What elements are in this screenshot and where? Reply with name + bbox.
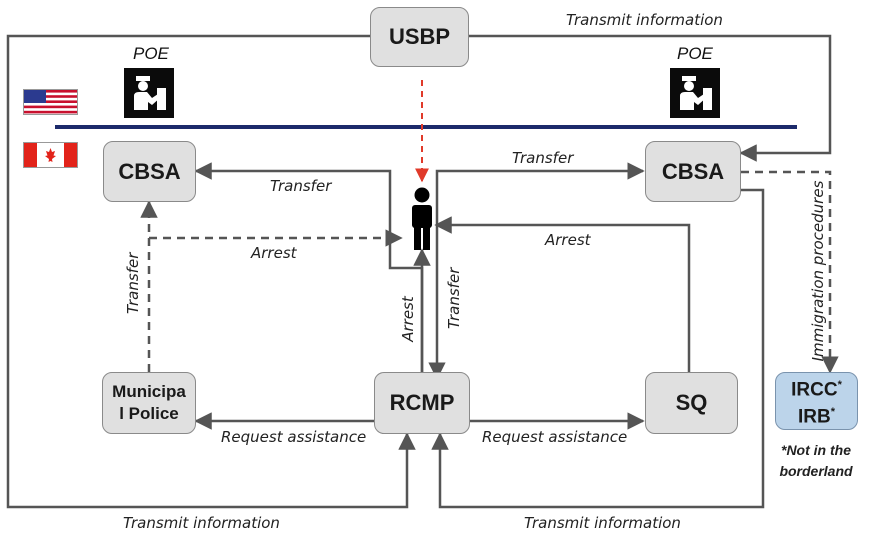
node-municipal-line2: l Police: [119, 404, 179, 423]
node-cbsa-left: CBSA: [103, 141, 196, 202]
poe-label-right: POE: [677, 44, 713, 63]
irb-text: IRB: [797, 406, 831, 428]
label-transfer-cbsa-right: Transfer: [512, 149, 574, 167]
label-transmit-bottom-right: Transmit information: [524, 514, 681, 532]
edge-usbp-to-rcmp: [6, 34, 416, 509]
label-request-assistance-right: Request assistance: [482, 428, 628, 446]
node-municipal-police: Municipa l Police: [102, 372, 196, 434]
edge-cbsa-right-immigration: [741, 170, 839, 374]
label-arrest-vertical: Arrest: [399, 296, 417, 342]
canada-flag-icon: [24, 143, 77, 167]
node-ircc-irb: IRCC* IRB*: [775, 372, 858, 430]
node-sq: SQ: [645, 372, 738, 434]
label-immigration-procedures: Immigration procedures: [809, 180, 827, 362]
edge-usbp-to-cbsa-right: [469, 34, 832, 162]
border-officer-icon: [124, 68, 174, 118]
ircc-asterisk: *: [837, 378, 842, 391]
footnote-line2: borderland: [779, 463, 853, 479]
node-cbsa-right: CBSA: [645, 141, 741, 202]
border-officer-icon: [670, 68, 720, 118]
label-transfer-vertical-center: Transfer: [445, 267, 463, 329]
irb-asterisk: *: [830, 406, 835, 418]
label-transfer-cbsa-left: Transfer: [270, 177, 332, 195]
edge-cbsa-right-to-rcmp: [431, 188, 765, 509]
node-ircc-line: IRCC*: [791, 374, 842, 401]
node-irb-line: IRB*: [798, 401, 835, 428]
us-flag-icon: [24, 90, 77, 114]
edge-rcmp-transfer-cbsa-left: [194, 162, 424, 377]
label-transfer-vertical-left: Transfer: [124, 252, 142, 314]
label-arrest-left: Arrest: [251, 244, 297, 262]
footnote-line1: *Not in the: [781, 442, 851, 458]
node-rcmp: RCMP: [374, 372, 470, 434]
ircc-text: IRCC: [791, 379, 838, 400]
node-usbp: USBP: [370, 7, 469, 67]
node-municipal-line1: Municipa: [112, 382, 186, 401]
label-arrest-right: Arrest: [545, 231, 591, 249]
person-icon: [412, 187, 432, 250]
label-transmit-top: Transmit information: [566, 11, 723, 29]
label-request-assistance-left: Request assistance: [221, 428, 367, 446]
footnote-not-in-borderland: *Not in the borderland: [766, 440, 866, 482]
label-transmit-bottom-left: Transmit information: [123, 514, 280, 532]
edge-sq-arrest-person: [434, 216, 691, 372]
edge-transfer-rcmp-cbsa-right: [428, 162, 645, 380]
poe-label-left: POE: [133, 44, 169, 63]
